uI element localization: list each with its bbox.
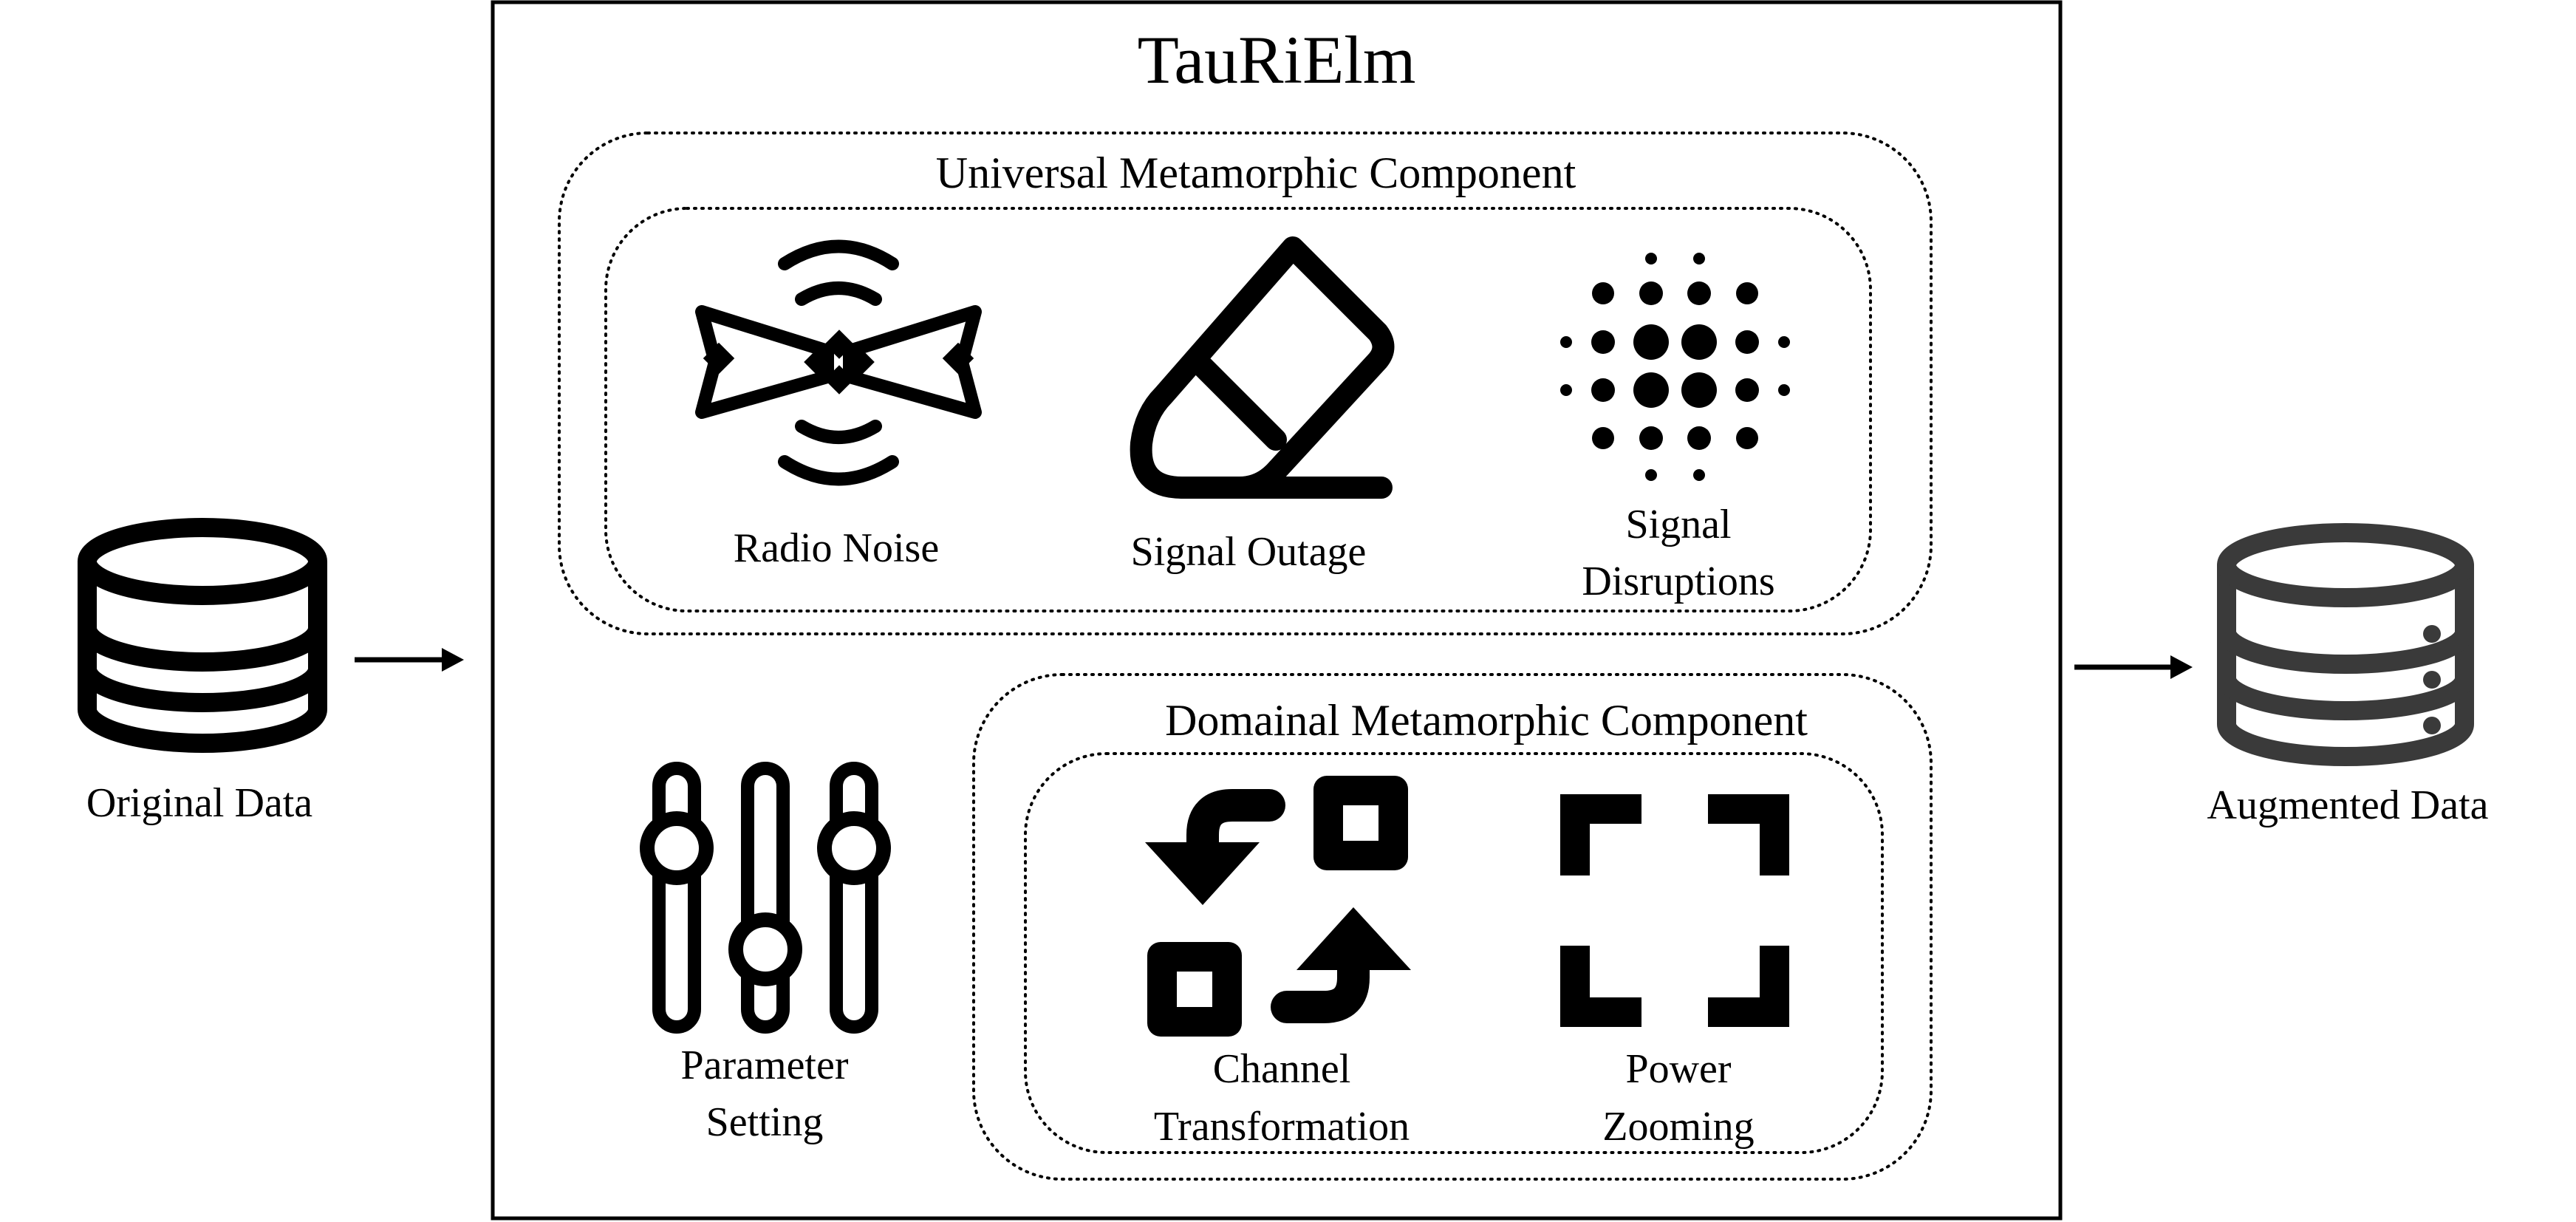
universal-inner-box bbox=[604, 207, 1872, 612]
parameter-label-line2: Setting bbox=[706, 1099, 824, 1145]
server-database-icon bbox=[2217, 523, 2474, 766]
system-box bbox=[491, 0, 2063, 1221]
swap-arrows-icon bbox=[1145, 776, 1411, 1037]
output-arrow bbox=[2074, 655, 2193, 679]
dots-halftone-icon bbox=[1560, 253, 1790, 481]
database-icon bbox=[78, 518, 327, 753]
input-arrow bbox=[355, 648, 464, 672]
original-data-label: Original Data bbox=[86, 780, 312, 826]
satellite-icon bbox=[695, 239, 982, 486]
sliders-icon bbox=[640, 762, 891, 1034]
augmented-data-label: Augmented Data bbox=[2207, 782, 2489, 828]
radio-noise-label: Radio Noise bbox=[734, 525, 939, 571]
universal-component-box bbox=[558, 132, 1933, 635]
channel-transformation-label-line2: Transformation bbox=[1154, 1104, 1410, 1150]
expand-corners-icon bbox=[1560, 794, 1789, 1027]
domainal-inner-box bbox=[1024, 752, 1884, 1154]
signal-disruptions-label-line2: Disruptions bbox=[1582, 559, 1774, 604]
domainal-component-box bbox=[972, 673, 1933, 1181]
channel-transformation-label-line1: Channel bbox=[1213, 1046, 1351, 1092]
power-zooming-label-line2: Zooming bbox=[1602, 1104, 1754, 1150]
signal-disruptions-label-line1: Signal bbox=[1625, 502, 1731, 547]
system-title: TauRiElm bbox=[1138, 22, 1416, 98]
power-zooming-label-line1: Power bbox=[1625, 1046, 1731, 1092]
signal-outage-label: Signal Outage bbox=[1131, 529, 1367, 575]
parameter-label-line1: Parameter bbox=[681, 1042, 849, 1088]
universal-component-title: Universal Metamorphic Component bbox=[936, 149, 1576, 197]
eraser-icon bbox=[1130, 236, 1395, 499]
domainal-component-title: Domainal Metamorphic Component bbox=[1165, 696, 1808, 745]
